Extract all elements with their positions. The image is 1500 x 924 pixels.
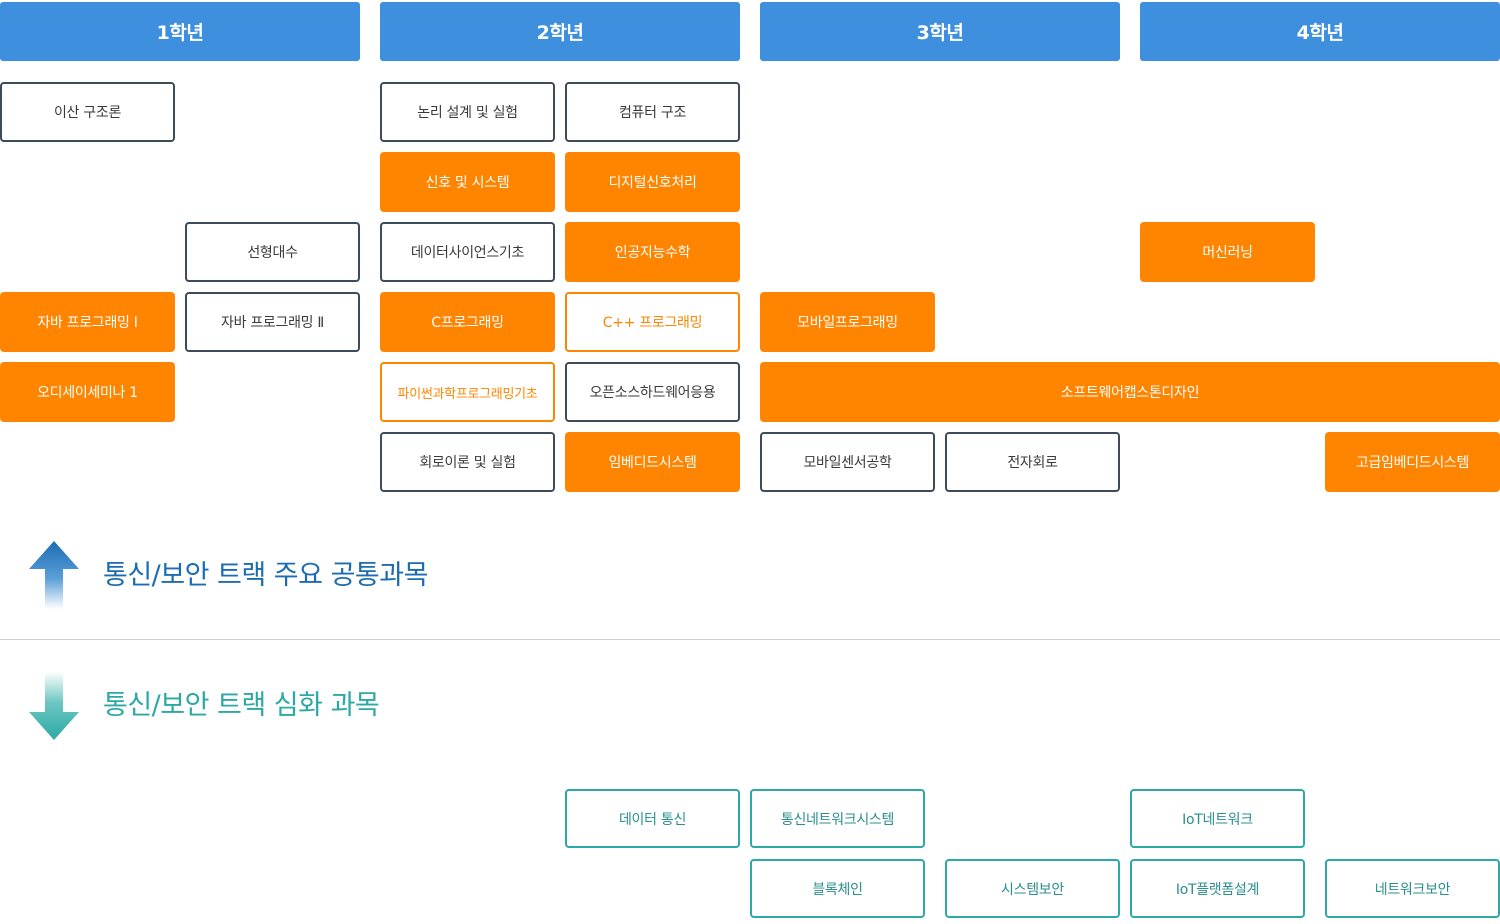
course-machine-learning[interactable]: 머신러닝	[1140, 222, 1315, 282]
course-advanced-embedded-systems[interactable]: 고급임베디드시스템	[1325, 432, 1500, 492]
advanced-section-title: 통신/보안 트랙 심화 과목	[103, 690, 380, 721]
course-blockchain[interactable]: 블록체인	[750, 859, 925, 918]
year-header-3: 3학년	[760, 2, 1120, 61]
course-java-programming-2[interactable]: 자바 프로그래밍 Ⅱ	[185, 292, 360, 352]
course-system-security[interactable]: 시스템보안	[945, 859, 1120, 918]
course-network-security[interactable]: 네트워크보안	[1325, 859, 1500, 918]
course-computer-architecture[interactable]: 컴퓨터 구조	[565, 82, 740, 142]
course-iot-network[interactable]: IoT네트워크	[1130, 789, 1305, 848]
arrow-down-icon	[29, 672, 79, 740]
course-iot-platform-design[interactable]: IoT플랫폼설계	[1130, 859, 1305, 918]
course-c-programming[interactable]: C프로그래밍	[380, 292, 555, 352]
year-header-4: 4학년	[1140, 2, 1500, 61]
course-electronic-circuits[interactable]: 전자회로	[945, 432, 1120, 492]
course-discrete-structures[interactable]: 이산 구조론	[0, 82, 175, 142]
course-python-science-programming[interactable]: 파이썬과학프로그래밍기초	[380, 362, 555, 422]
course-linear-algebra[interactable]: 선형대수	[185, 222, 360, 282]
year-header-1: 1학년	[0, 2, 360, 61]
year-header-2: 2학년	[380, 2, 740, 61]
section-divider	[0, 639, 1500, 640]
course-embedded-systems[interactable]: 임베디드시스템	[565, 432, 740, 492]
course-mobile-programming[interactable]: 모바일프로그래밍	[760, 292, 935, 352]
common-section-title: 통신/보안 트랙 주요 공통과목	[103, 560, 428, 591]
course-mobile-sensor-engineering[interactable]: 모바일센서공학	[760, 432, 935, 492]
course-data-communication[interactable]: 데이터 통신	[565, 789, 740, 848]
course-open-source-hardware[interactable]: 오픈소스하드웨어응용	[565, 362, 740, 422]
course-ai-math[interactable]: 인공지능수학	[565, 222, 740, 282]
course-java-programming-1[interactable]: 자바 프로그래밍 Ⅰ	[0, 292, 175, 352]
course-digital-signal-processing[interactable]: 디지털신호처리	[565, 152, 740, 212]
course-communication-network-systems[interactable]: 통신네트워크시스템	[750, 789, 925, 848]
course-signals-systems[interactable]: 신호 및 시스템	[380, 152, 555, 212]
course-data-science-basics[interactable]: 데이터사이언스기초	[380, 222, 555, 282]
course-software-capstone-design[interactable]: 소프트웨어캡스톤디자인	[760, 362, 1500, 422]
arrow-up-icon	[29, 541, 79, 609]
course-circuit-theory-lab[interactable]: 회로이론 및 실험	[380, 432, 555, 492]
course-odyssey-seminar-1[interactable]: 오디세이세미나 1	[0, 362, 175, 422]
course-cpp-programming[interactable]: C++ 프로그래밍	[565, 292, 740, 352]
course-logic-design-lab[interactable]: 논리 설계 및 실험	[380, 82, 555, 142]
